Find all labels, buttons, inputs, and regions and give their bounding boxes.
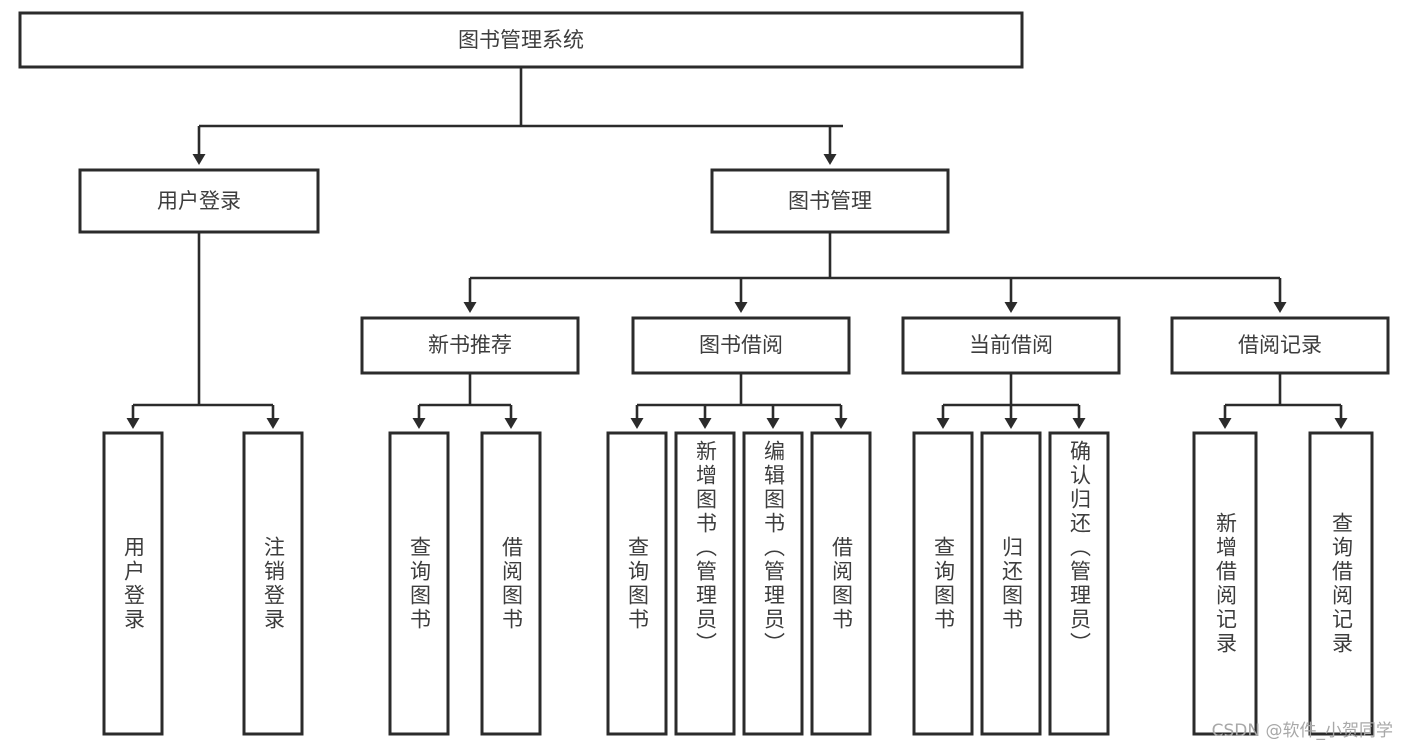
- node-leaf-query-record-box[interactable]: [1308, 431, 1374, 736]
- node-book-borrow[interactable]: 图书借阅: [631, 316, 851, 375]
- node-leaf-query-book-1-box[interactable]: [388, 431, 450, 736]
- node-leaf-confirm-return-box[interactable]: [1048, 431, 1110, 736]
- node-new-book-recommend-label: 新书推荐: [428, 333, 512, 357]
- node-borrow-record-box[interactable]: [1170, 316, 1390, 375]
- node-root-box[interactable]: [18, 11, 1024, 69]
- node-book-borrow-box[interactable]: [631, 316, 851, 375]
- node-leaf-add-book-box[interactable]: [674, 431, 736, 736]
- node-book-borrow-label: 图书借阅: [699, 333, 783, 357]
- node-leaf-borrow-book-2-box[interactable]: [810, 431, 872, 736]
- node-new-book-recommend[interactable]: 新书推荐: [360, 316, 580, 375]
- node-book-manage-label: 图书管理: [788, 189, 872, 213]
- node-current-borrow[interactable]: 当前借阅: [901, 316, 1121, 375]
- node-user-login[interactable]: 用户登录: [78, 168, 320, 234]
- node-leaf-edit-book-box[interactable]: [742, 431, 804, 736]
- csdn-watermark: CSDN @软件_小贺同学: [1211, 721, 1393, 741]
- node-user-login-box[interactable]: [78, 168, 320, 234]
- node-leaf-add-record-box[interactable]: [1192, 431, 1258, 736]
- node-leaf-logout-box[interactable]: [242, 431, 304, 736]
- node-borrow-record-label: 借阅记录: [1238, 333, 1322, 357]
- node-leaf-return-book-box[interactable]: [980, 431, 1042, 736]
- node-leaf-borrow-book-1-box[interactable]: [480, 431, 542, 736]
- node-current-borrow-label: 当前借阅: [969, 333, 1053, 357]
- node-book-manage-box[interactable]: [710, 168, 950, 234]
- node-leaf-query-book-2-box[interactable]: [606, 431, 668, 736]
- leaf-box-layer: [102, 431, 1374, 736]
- node-current-borrow-box[interactable]: [901, 316, 1121, 375]
- node-user-login-label: 用户登录: [157, 189, 241, 213]
- connector-layer: [126, 67, 1348, 429]
- node-root-label: 图书管理系统: [458, 28, 584, 52]
- node-new-book-recommend-box[interactable]: [360, 316, 580, 375]
- node-leaf-user-login-box[interactable]: [102, 431, 164, 736]
- node-root[interactable]: 图书管理系统: [18, 11, 1024, 69]
- node-borrow-record[interactable]: 借阅记录: [1170, 316, 1390, 375]
- node-leaf-query-book-3-box[interactable]: [912, 431, 974, 736]
- node-book-manage[interactable]: 图书管理: [710, 168, 950, 234]
